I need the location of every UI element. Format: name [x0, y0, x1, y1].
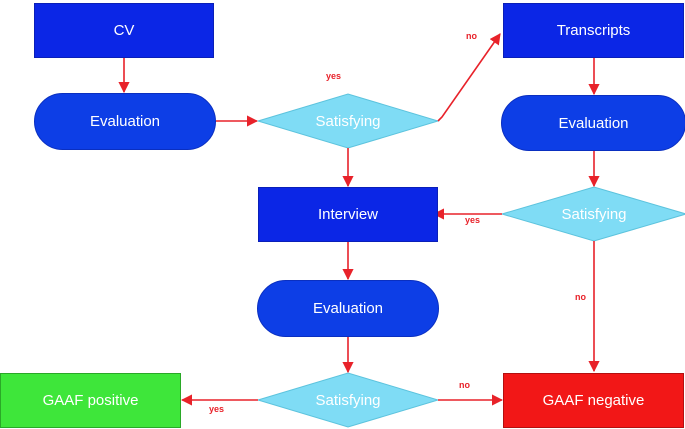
- satisfying-label-1: Satisfying: [315, 112, 381, 130]
- evaluation-pill-1: Evaluation: [34, 93, 216, 150]
- gaaf-negative-box: GAAF negative: [503, 373, 684, 428]
- edge-label-satisfying-3-yes: yes: [209, 404, 225, 414]
- evaluation-pill-2: Evaluation: [501, 95, 685, 151]
- transcripts-label: Transcripts: [556, 22, 631, 39]
- evaluation-label-1: Evaluation: [89, 113, 161, 130]
- interview-label: Interview: [317, 206, 379, 223]
- satisfying-label-3: Satisfying: [315, 391, 381, 409]
- gaaf-negative-label: GAAF negative: [542, 392, 645, 409]
- cv-box: CV: [34, 3, 214, 58]
- transcripts-box: Transcripts: [503, 3, 684, 58]
- evaluation-pill-3: Evaluation: [257, 280, 439, 337]
- cv-label: CV: [113, 22, 135, 39]
- edge-label-satisfying-1-yes: yes: [326, 71, 342, 81]
- satisfying-label-2: Satisfying: [561, 205, 627, 223]
- edge-label-satisfying-2-yes: yes: [465, 215, 481, 225]
- arrow-satisfying-1-to-transcripts: [437, 33, 501, 122]
- edge-label-satisfying-3-no: no: [459, 380, 470, 390]
- edge-label-satisfying-1-no: no: [466, 31, 477, 41]
- gaaf-positive-label: GAAF positive: [42, 392, 139, 409]
- evaluation-label-2: Evaluation: [558, 114, 629, 132]
- edge-label-satisfying-2-no: no: [575, 292, 586, 302]
- interview-box: Interview: [258, 187, 438, 242]
- gaaf-positive-box: GAAF positive: [0, 373, 181, 428]
- decision-diamond-2: [500, 186, 685, 242]
- evaluation-label-3: Evaluation: [312, 300, 384, 317]
